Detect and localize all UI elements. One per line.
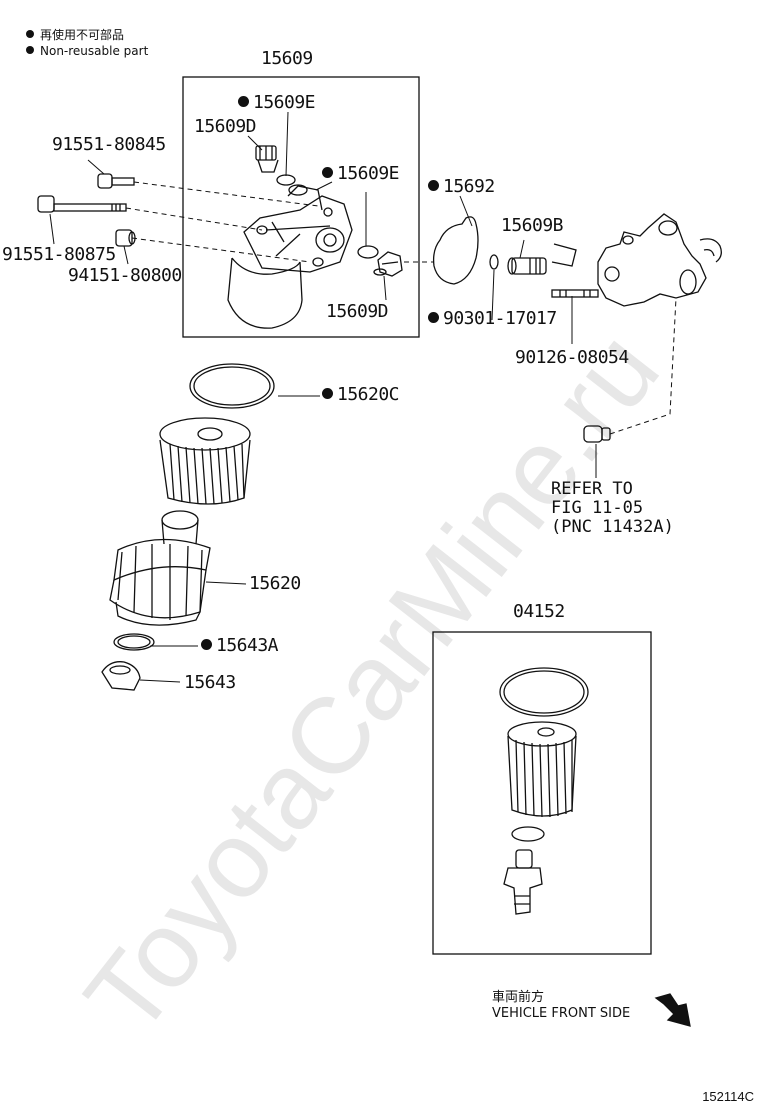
oil-filter-cap-icon: [109, 510, 211, 626]
o-ring-small-kit-icon: [511, 826, 545, 842]
stud-90126-08054-icon: [551, 289, 599, 298]
bullet-icon: [26, 46, 34, 54]
drain-pipe-kit-icon: [503, 849, 543, 915]
label-15643A: 15643A: [201, 635, 279, 656]
o-ring-kit-icon: [499, 667, 589, 717]
legend-en: Non-reusable part: [26, 44, 148, 58]
label-15620: 15620: [249, 573, 301, 594]
label-text: 15609E: [337, 163, 400, 184]
front-side-jp: 車両前方: [492, 990, 545, 1005]
legend-en-text: Non-reusable part: [40, 44, 149, 58]
engine-block-icon: [551, 213, 722, 307]
bullet-icon: [26, 30, 34, 38]
plug-15609D-top-icon: [255, 145, 279, 173]
front-side-en: VEHICLE FRONT SIDE: [492, 1006, 631, 1021]
o-ring-15609E-top-icon: [276, 174, 296, 186]
label-15620C: 15620C: [322, 384, 400, 405]
leader-lines: [49, 111, 597, 683]
label-15609D-top: 15609D: [194, 116, 257, 137]
dashed-guides: [125, 181, 677, 435]
bolt-91551-80845-icon: [97, 173, 135, 189]
drain-plug-15643-icon: [101, 661, 141, 691]
label-04152: 04152: [513, 601, 565, 622]
label-text: 90301-17017: [443, 308, 557, 329]
label-15643: 15643: [184, 672, 236, 693]
label-text: 15692: [443, 176, 495, 197]
label-15609E-right: 15609E: [322, 163, 400, 184]
pipe-15609B-icon: [507, 257, 547, 275]
plug-refer-icon: [583, 425, 611, 443]
o-ring-15620C-icon: [189, 363, 275, 409]
label-15609: 15609: [261, 48, 313, 69]
label-91551-80875: 91551-80875: [2, 244, 116, 265]
label-text: 15609E: [253, 92, 316, 113]
group-box-04152: [432, 631, 652, 955]
refer-note: REFER TO FIG 11-05 (PNC 11432A): [551, 480, 674, 537]
plug-15609D-right-icon: [373, 251, 403, 277]
group-box-15609: [182, 76, 420, 338]
label-15609E-top: 15609E: [238, 92, 316, 113]
label-15609B: 15609B: [501, 215, 564, 236]
legend-jp-text: 再使用不可部品: [40, 28, 125, 42]
oil-filter-element-icon: [159, 417, 251, 505]
figure-id: 152114C: [702, 1089, 754, 1104]
o-ring-15609E-right-icon: [357, 245, 379, 259]
filter-element-kit-icon: [507, 721, 577, 818]
refer-line2: FIG 11-05: [551, 498, 644, 518]
label-90301-17017: 90301-17017: [428, 310, 557, 328]
label-15609D-right: 15609D: [326, 301, 389, 322]
label-15692: 15692: [428, 178, 495, 196]
refer-line3: (PNC 11432A): [551, 517, 674, 537]
front-arrow-icon: [654, 993, 691, 1027]
o-ring-90301-17017-icon: [489, 254, 499, 270]
refer-line1: REFER TO: [551, 479, 633, 499]
label-94151-80800: 94151-80800: [68, 265, 182, 286]
gasket-15692-icon: [432, 216, 479, 285]
label-text: 15643A: [216, 635, 279, 656]
oil-filter-housing-icon: [227, 184, 353, 329]
label-91551-80845: 91551-80845: [52, 134, 166, 155]
legend-jp: 再使用不可部品: [26, 26, 124, 43]
bolt-91551-80875-icon: [37, 195, 127, 213]
label-text: 15620C: [337, 384, 400, 405]
o-ring-15643A-icon: [113, 633, 155, 651]
label-90126-08054: 90126-08054: [515, 347, 629, 368]
